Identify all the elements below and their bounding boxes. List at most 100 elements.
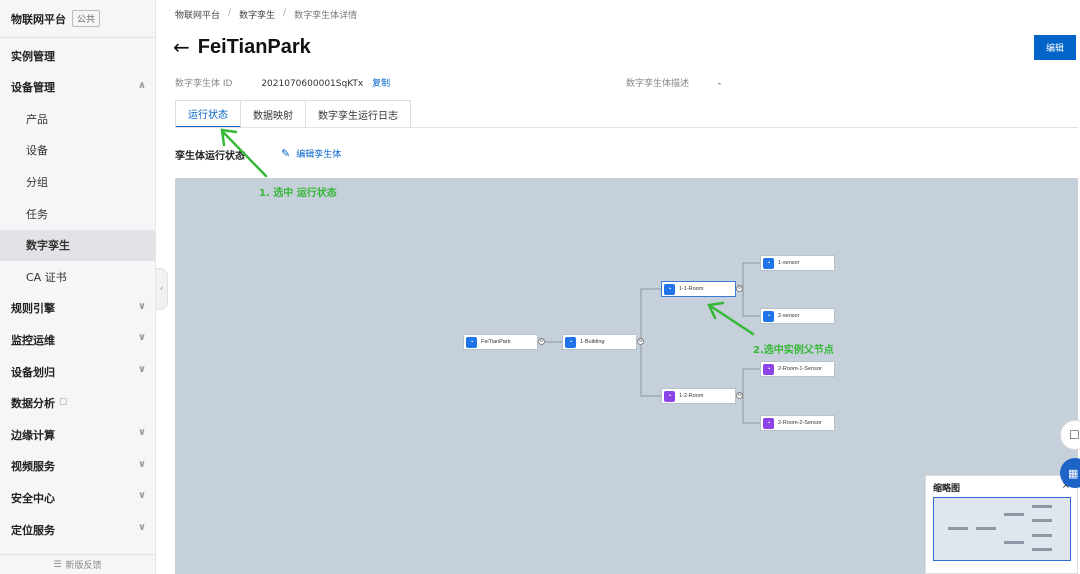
sidebar-item-label: 实例管理: [11, 49, 55, 63]
sidebar-item[interactable]: 监控运维 ∨: [0, 324, 155, 355]
copy-button[interactable]: 复制: [372, 79, 391, 89]
chat-icon: ☐: [1069, 428, 1080, 442]
sidebar-item[interactable]: 安全中心 ∨: [0, 482, 155, 513]
node-label: 1-1-Room: [679, 286, 704, 292]
feedback-icon: ☰: [53, 559, 62, 570]
tab-divider: [175, 127, 1078, 128]
sidebar-header: 物联网平台 公共: [0, 0, 155, 38]
twin-graph-canvas[interactable]: ◔ FeiTianPark ⊖ ◔ 1-Building ⊖ ◔ 1-1-Roo…: [175, 178, 1078, 574]
minimap-node: [1004, 513, 1024, 516]
node-label: 1-Building: [580, 339, 605, 345]
minimap-node: [1032, 519, 1052, 522]
edit-twin-label: 编辑孪生体: [296, 150, 342, 160]
node-label: 2-sensor: [778, 313, 800, 319]
page-title: FeiTianPark: [197, 35, 311, 58]
chevron-down-icon[interactable]: ∨: [137, 458, 146, 470]
assistant-button[interactable]: ▦: [1060, 458, 1080, 488]
minimap-preview: [948, 505, 1052, 551]
sidebar-item-label: 设备划归: [11, 365, 55, 379]
edit-twin-link[interactable]: ✎ 编辑孪生体: [281, 147, 341, 160]
edge: [742, 262, 760, 317]
sidebar-item[interactable]: 定位服务∨: [0, 514, 155, 545]
twin-node-icon: ◔: [763, 310, 774, 322]
sidebar-item[interactable]: 设备划归 ∨: [0, 356, 155, 387]
sidebar-item[interactable]: 边缘计算∨: [0, 419, 155, 450]
node-sensor-2[interactable]: ◔ 2-sensor: [760, 308, 835, 324]
back-arrow-icon[interactable]: ←: [173, 35, 190, 59]
sidebar-item-label: 任务: [26, 207, 48, 221]
collapse-toggle[interactable]: ⊖: [538, 338, 545, 345]
title-row: ← FeiTianPark: [173, 35, 311, 59]
sidebar-item-label: 产品: [26, 112, 48, 126]
minimap-node: [1004, 541, 1024, 544]
sidebar-item-label: 数字孪生: [26, 239, 70, 253]
twin-id-value: 2021070600001SqKTx: [261, 79, 364, 89]
node-root[interactable]: ◔ FeiTianPark: [463, 334, 538, 350]
feedback-link[interactable]: ☰ 新版反馈: [0, 554, 155, 574]
chevron-down-icon[interactable]: ∨: [137, 364, 146, 375]
twin-desc-label: 数字孪生体描述: [626, 79, 690, 89]
pen-icon: ✎: [281, 147, 291, 160]
annotation-step-1: 1. 选中 运行状态: [259, 188, 337, 199]
chevron-up-icon[interactable]: ∧: [137, 79, 146, 91]
sidebar-title: 物联网平台: [11, 12, 66, 26]
sidebar-item[interactable]: 任务: [0, 198, 155, 229]
sidebar-item-label: 视频服务: [11, 460, 55, 474]
sidebar-item-label: 安全中心: [11, 491, 55, 505]
chevron-down-icon[interactable]: ∨: [137, 522, 146, 533]
twin-desc-value: -: [717, 79, 722, 89]
chevron-down-icon[interactable]: ∨: [137, 300, 146, 312]
node-sensor-4[interactable]: ◔ 2-Room-2-Sensor: [760, 415, 835, 431]
tab-run-status[interactable]: 运行状态: [175, 100, 241, 128]
edge: [742, 368, 760, 424]
chevron-down-icon[interactable]: ∨: [137, 490, 146, 502]
chevron-down-icon[interactable]: ∨: [137, 332, 146, 344]
collapse-toggle[interactable]: ⊖: [736, 392, 743, 399]
twin-node-icon: ◔: [466, 336, 477, 348]
chevron-down-icon[interactable]: ∨: [137, 427, 146, 439]
node-sensor-1[interactable]: ◔ 1-sensor: [760, 255, 835, 271]
node-building[interactable]: ◔ 1-Building: [562, 334, 637, 350]
node-label: 1-sensor: [778, 260, 800, 266]
minimap-viewport[interactable]: [933, 497, 1071, 561]
tab-run-log[interactable]: 数字孪生运行日志: [306, 100, 411, 128]
tab-bar: 运行状态 数据映射 数字孪生运行日志: [175, 100, 411, 128]
collapse-toggle[interactable]: ⊖: [637, 338, 644, 345]
breadcrumb-separator: /: [228, 8, 232, 18]
public-badge[interactable]: 公共: [72, 10, 101, 27]
sidebar-item-label: 规则引擎: [11, 302, 55, 316]
sidebar-item[interactable]: CA 证书: [0, 261, 155, 292]
sidebar-item[interactable]: 数据分析☐: [0, 388, 155, 419]
node-label: FeiTianPark: [481, 339, 511, 345]
node-room-2[interactable]: ◔ 1-2-Room: [661, 388, 736, 404]
sidebar-item[interactable]: 产品: [0, 103, 155, 134]
node-sensor-3[interactable]: ◔ 2-Room-1-Sensor: [760, 361, 835, 377]
tab-data-mapping[interactable]: 数据映射: [241, 100, 306, 128]
minimap-node: [1032, 534, 1052, 537]
arrow-head-1: [220, 128, 238, 147]
sidebar-item[interactable]: 分组: [0, 166, 155, 197]
twin-node-icon: ◔: [763, 363, 774, 375]
breadcrumb-item[interactable]: 数字孪生: [239, 11, 276, 21]
sidebar-item[interactable]: 数字孪生: [0, 229, 155, 261]
external-link-icon: ☐: [59, 398, 68, 409]
sidebar-collapse-button[interactable]: ‹: [156, 268, 168, 310]
edit-button[interactable]: 编辑: [1034, 35, 1076, 60]
sidebar-item[interactable]: 设备: [0, 135, 155, 166]
sidebar-item-label: 监控运维: [11, 333, 55, 347]
minimap-node: [1032, 548, 1052, 551]
minimap-panel: 缩略图 ×: [925, 475, 1078, 574]
breadcrumb-item[interactable]: 物联网平台: [175, 11, 221, 21]
sidebar-item[interactable]: 设备管理∧: [0, 72, 155, 103]
twin-node-icon: ◔: [664, 390, 675, 402]
minimap-node: [976, 527, 996, 530]
sidebar: 物联网平台 公共 实例管理设备管理∧ 产品设备分组任务数字孪生 CA 证书规则引擎 ∨…: [0, 0, 156, 574]
sidebar-item[interactable]: 视频服务 ∨: [0, 451, 155, 482]
collapse-toggle[interactable]: ⊖: [736, 285, 743, 292]
node-label: 2-Room-1-Sensor: [778, 366, 822, 372]
sidebar-item[interactable]: 实例管理: [0, 40, 155, 71]
twin-node-icon: ◔: [763, 417, 774, 429]
sidebar-item[interactable]: 规则引擎 ∨: [0, 293, 155, 324]
node-room-1[interactable]: ◔ 1-1-Room: [661, 281, 736, 297]
minimap-node: [948, 527, 968, 530]
